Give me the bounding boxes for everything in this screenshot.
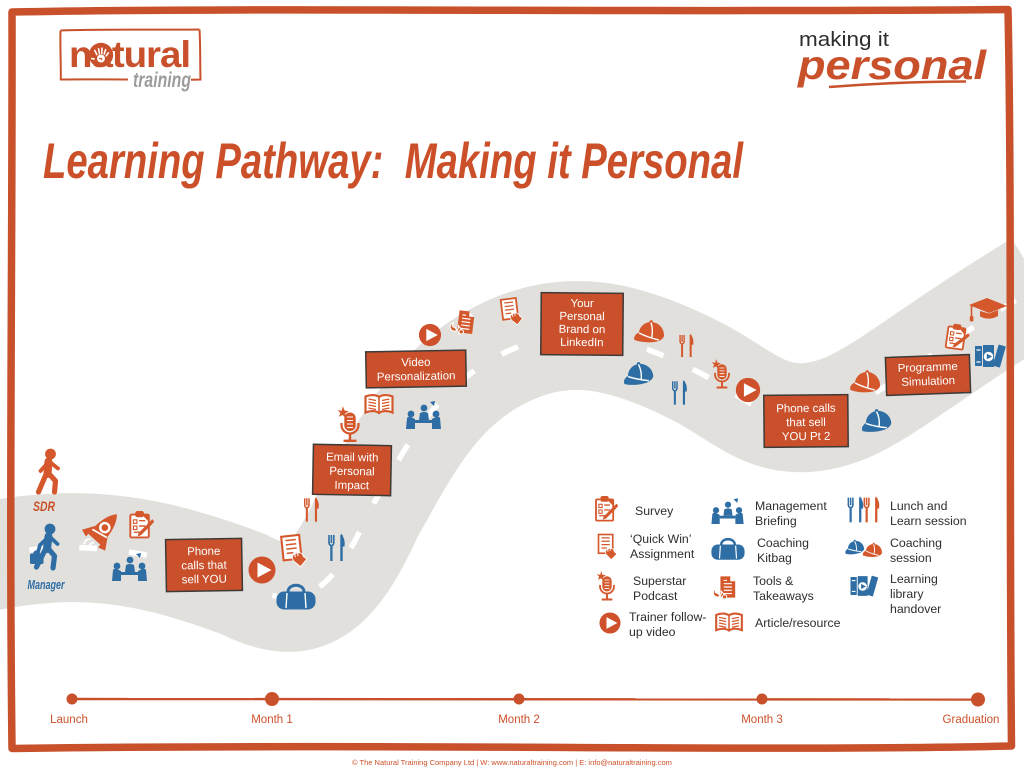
svg-text:that sell: that sell — [786, 417, 826, 429]
svg-text:Simulation: Simulation — [901, 375, 955, 389]
svg-text:Survey: Survey — [635, 504, 674, 518]
svg-text:training: training — [133, 69, 191, 92]
svg-text:calls that: calls that — [181, 560, 227, 573]
svg-text:Your: Your — [570, 298, 594, 310]
svg-text:LinkedIn: LinkedIn — [560, 337, 604, 349]
svg-text:Launch: Launch — [50, 714, 88, 726]
svg-text:Programme: Programme — [898, 361, 958, 375]
svg-text:Month 2: Month 2 — [498, 714, 540, 726]
svg-text:Lunch and: Lunch and — [890, 499, 948, 513]
svg-text:Podcast: Podcast — [633, 589, 678, 603]
svg-text:Month 3: Month 3 — [741, 714, 783, 726]
svg-text:SDR: SDR — [33, 498, 56, 514]
svg-text:Briefing: Briefing — [755, 514, 797, 528]
svg-text:Coaching: Coaching — [890, 536, 942, 550]
svg-text:Tools &: Tools & — [753, 574, 794, 588]
svg-text:Article/resource: Article/resource — [755, 616, 841, 630]
svg-text:Phone calls: Phone calls — [776, 403, 836, 416]
svg-text:Superstar: Superstar — [633, 574, 686, 588]
svg-text:‘Quick Win’: ‘Quick Win’ — [630, 532, 692, 546]
svg-text:handover: handover — [890, 602, 941, 616]
svg-text:Personal: Personal — [559, 311, 604, 323]
svg-text:Learning Pathway: Making it P: Learning Pathway: Making it Personal — [43, 133, 744, 189]
svg-text:sell YOU: sell YOU — [182, 574, 227, 587]
svg-text:up video: up video — [629, 625, 676, 639]
svg-text:Email with: Email with — [326, 452, 379, 465]
svg-text:library: library — [890, 587, 924, 601]
svg-text:Learn session: Learn session — [890, 514, 967, 528]
svg-text:Assignment: Assignment — [630, 547, 695, 561]
svg-text:Takeaways: Takeaways — [753, 589, 814, 603]
svg-text:Coaching: Coaching — [757, 536, 809, 550]
svg-text:Month 1: Month 1 — [251, 714, 293, 726]
svg-text:Kitbag: Kitbag — [757, 551, 792, 565]
svg-text:Impact: Impact — [334, 480, 370, 493]
svg-text:Video: Video — [401, 357, 430, 370]
svg-text:Management: Management — [755, 499, 827, 513]
svg-text:Graduation: Graduation — [943, 714, 1000, 726]
svg-text:Learning: Learning — [890, 572, 938, 586]
svg-text:Brand on: Brand on — [559, 324, 606, 336]
svg-text:Trainer follow-: Trainer follow- — [629, 610, 706, 624]
svg-text:© The Natural Training Company: © The Natural Training Company Ltd | W: … — [352, 758, 672, 767]
svg-text:making it: making it — [799, 29, 889, 51]
svg-text:Personalization: Personalization — [377, 370, 456, 383]
svg-text:Phone: Phone — [187, 546, 220, 559]
svg-text:Personal: Personal — [329, 466, 375, 479]
svg-text:YOU Pt 2: YOU Pt 2 — [782, 431, 831, 443]
svg-text:Manager: Manager — [28, 578, 66, 592]
svg-text:session: session — [890, 551, 932, 565]
